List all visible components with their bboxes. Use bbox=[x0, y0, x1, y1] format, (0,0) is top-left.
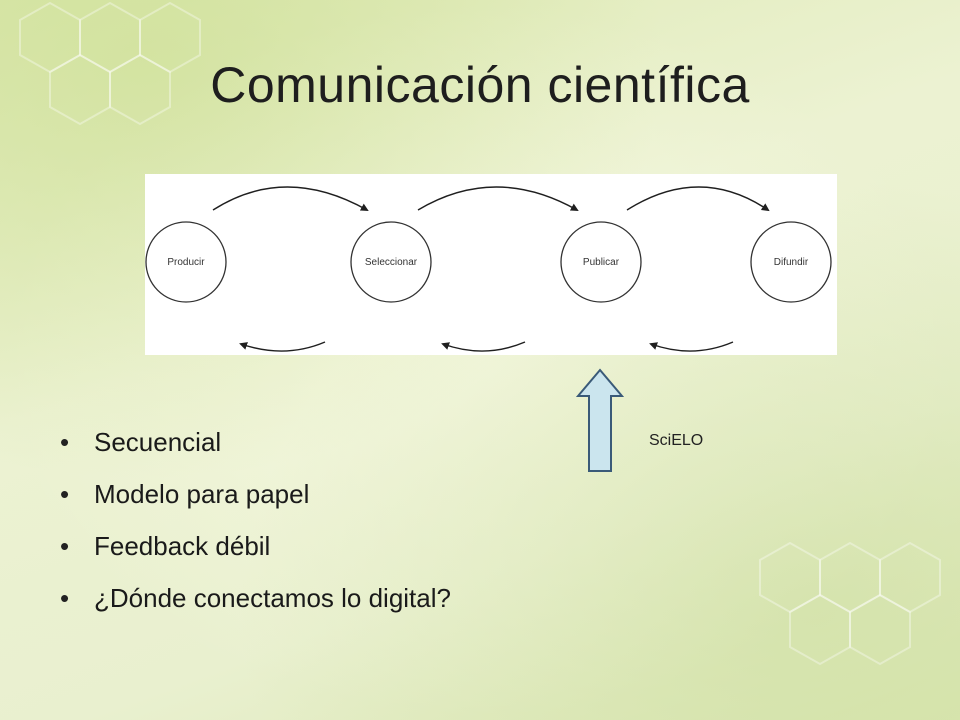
forward-arrow-2 bbox=[417, 186, 579, 211]
scielo-label: SciELO bbox=[649, 432, 704, 449]
node-label-difundir: Difundir bbox=[774, 257, 809, 268]
node-label-producir: Producir bbox=[167, 257, 205, 268]
feedback-arrow-2 bbox=[441, 341, 526, 352]
process-diagram-svg: Producir Seleccionar Publicar Difundir bbox=[145, 186, 832, 352]
bullet-item: Modelo para papel bbox=[60, 472, 451, 524]
bullet-item: Secuencial bbox=[60, 420, 451, 472]
bullet-item: Feedback débil bbox=[60, 524, 451, 576]
bullet-list: Secuencial Modelo para papel Feedback dé… bbox=[60, 420, 451, 628]
feedback-arrow-3 bbox=[649, 341, 734, 352]
node-publicar: Publicar bbox=[560, 221, 642, 303]
feedback-arrow-1 bbox=[239, 341, 326, 352]
node-difundir: Difundir bbox=[750, 221, 832, 303]
slide-title: Comunicación científica bbox=[210, 57, 750, 113]
node-label-publicar: Publicar bbox=[583, 257, 620, 268]
forward-arrow-3 bbox=[626, 186, 770, 212]
node-label-seleccionar: Seleccionar bbox=[365, 257, 418, 268]
node-seleccionar: Seleccionar bbox=[350, 221, 432, 303]
forward-arrow-1 bbox=[212, 186, 369, 211]
node-producir: Producir bbox=[145, 221, 227, 303]
bullet-item: ¿Dónde conectamos lo digital? bbox=[60, 576, 451, 628]
up-arrow-icon bbox=[576, 368, 624, 472]
process-diagram: Producir Seleccionar Publicar Difundir bbox=[145, 174, 837, 355]
